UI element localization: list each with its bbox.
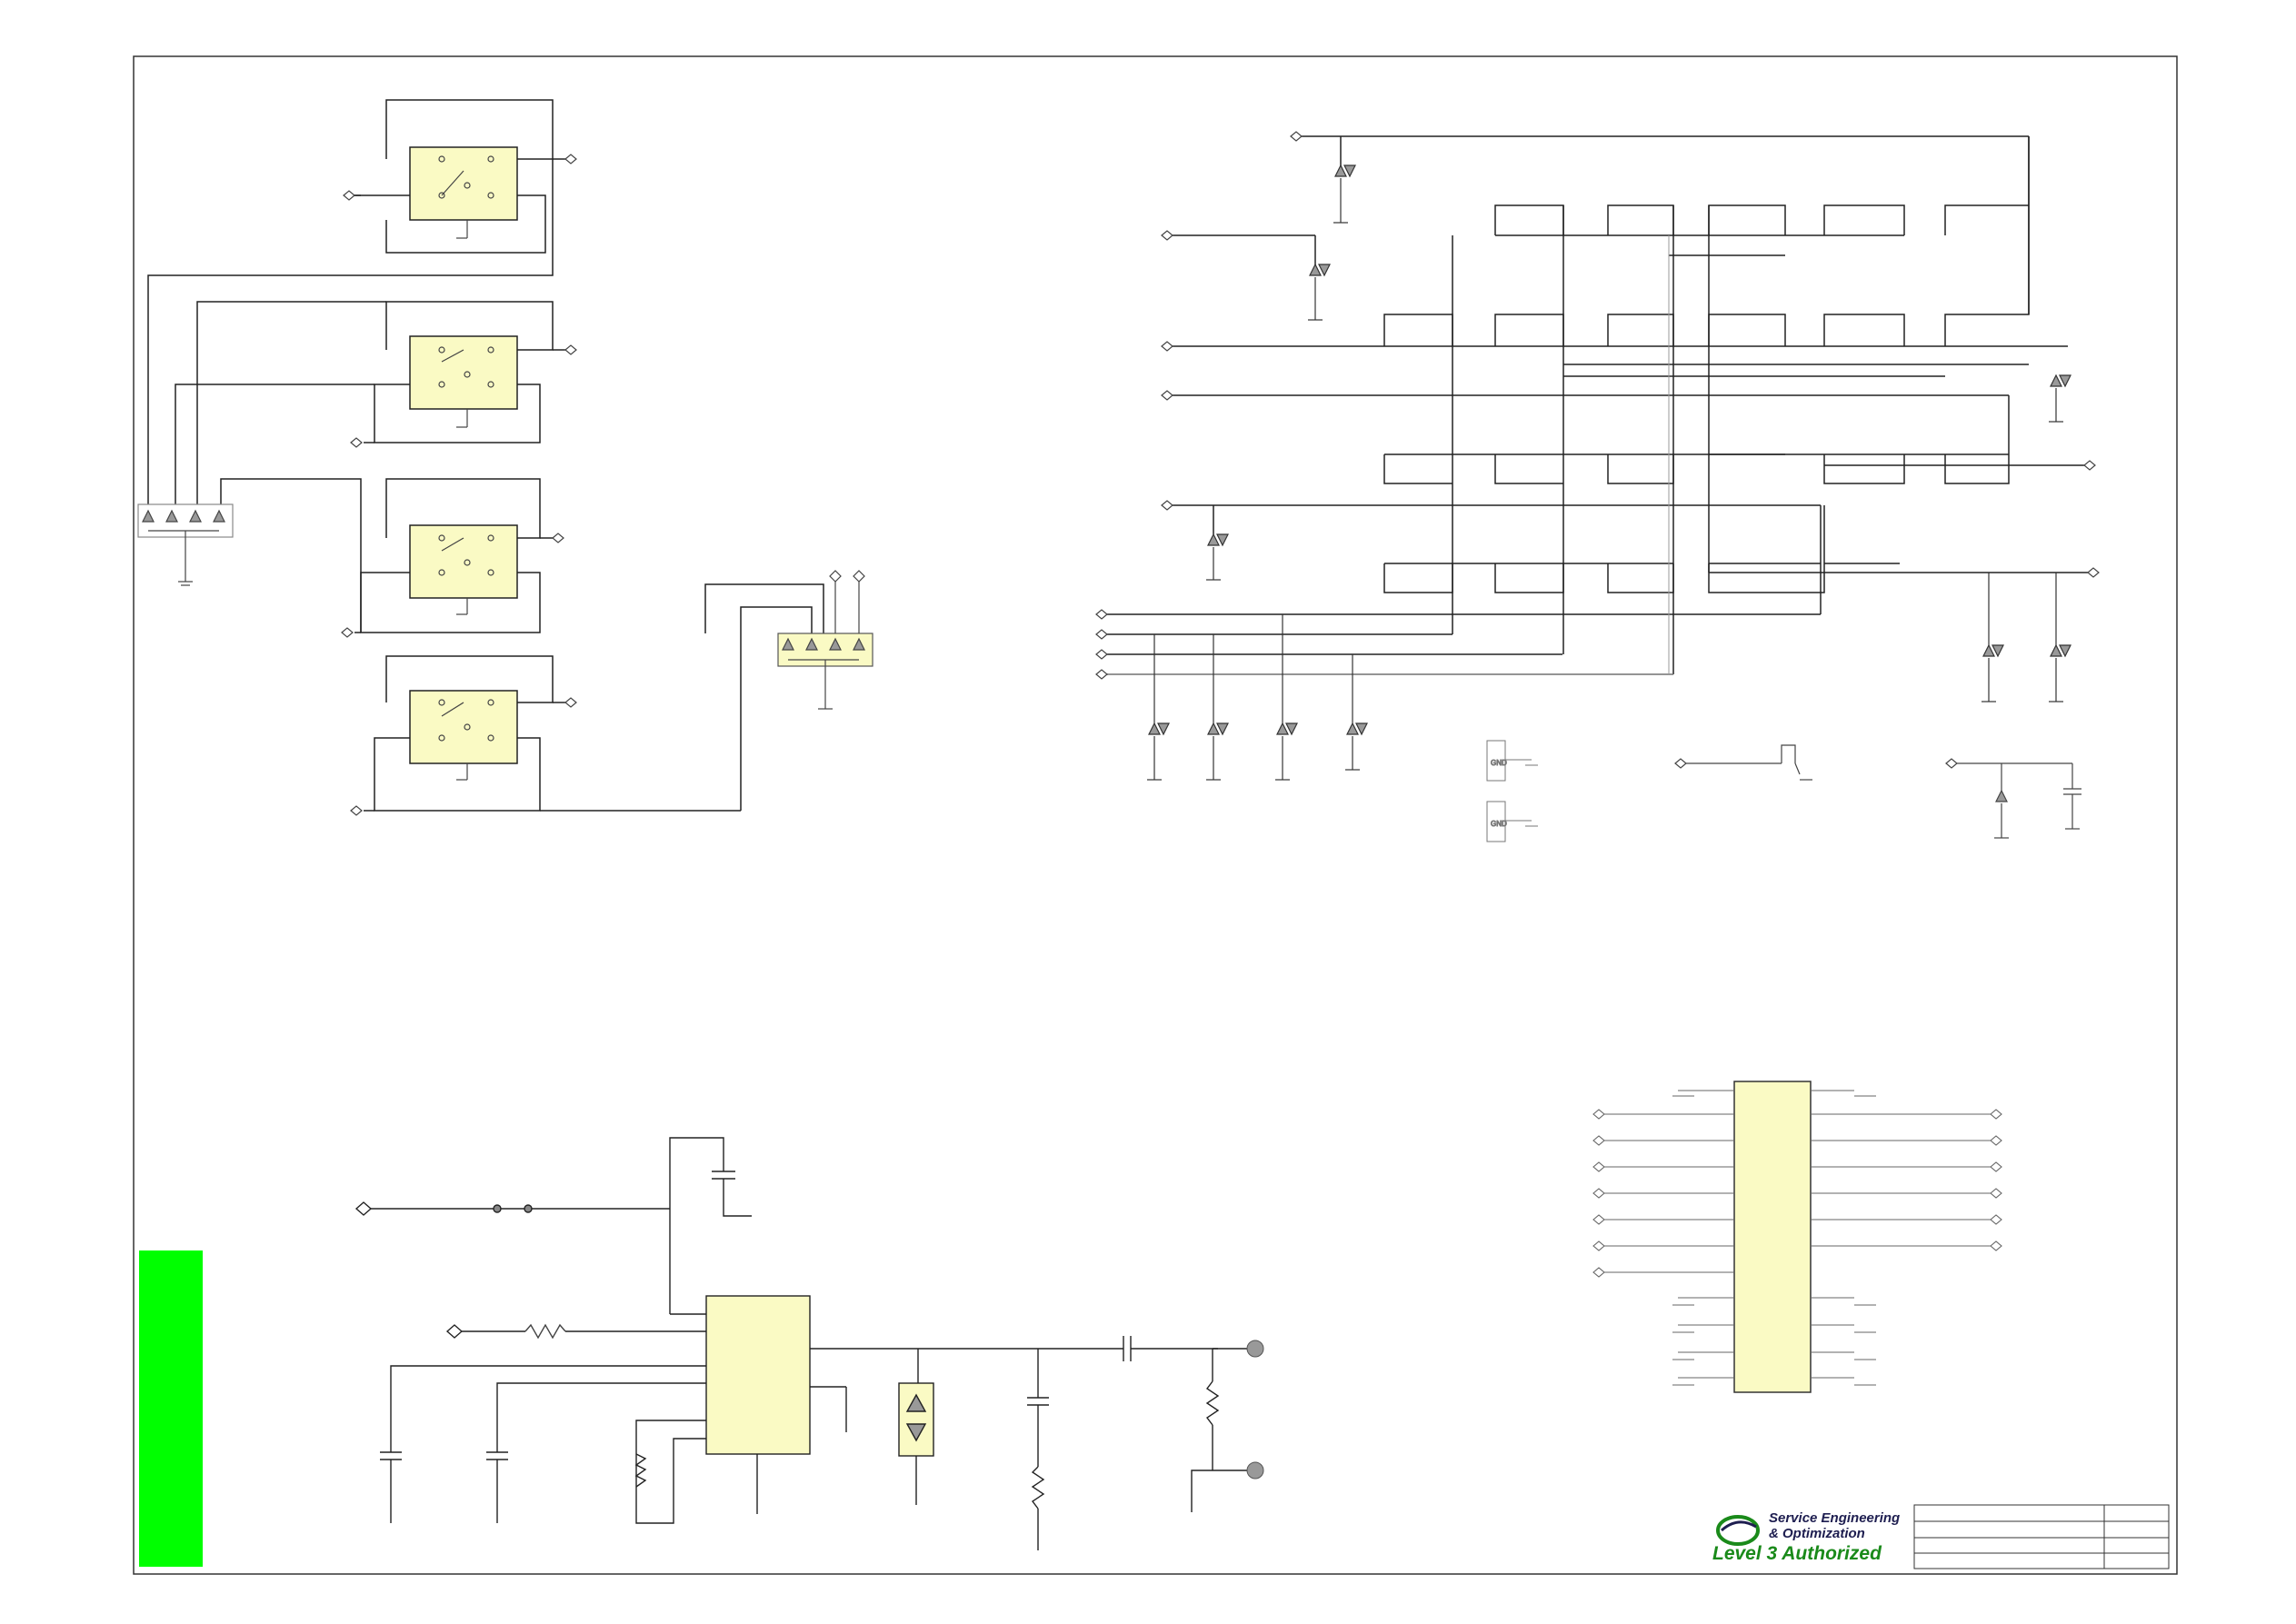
gnd-test-points: GND GND (1486, 740, 1538, 842)
gnd-label-1: GND (1491, 759, 1507, 767)
amplifier-ic (705, 1295, 811, 1455)
tvs-array-center (777, 582, 873, 710)
test-point-1 (1246, 1340, 1264, 1358)
green-side-bar (139, 1250, 203, 1567)
tvs-array-left (137, 503, 234, 586)
misc-switch-cap (1674, 744, 2081, 839)
matrix-tvs-diodes (1147, 164, 2071, 781)
logo-line-2: & Optimization (1769, 1526, 1865, 1541)
gnd-label-2: GND (1491, 820, 1507, 828)
logo-line-3: Level 3 Authorized (1712, 1543, 1882, 1564)
relay-section (147, 99, 824, 812)
logo-line-1: Service Engineering (1769, 1510, 1900, 1526)
key-matrix (1107, 135, 2088, 675)
audio-circuit (354, 1137, 1248, 1550)
title-block (1913, 1504, 2170, 1569)
connector-pins (1592, 1090, 2002, 1386)
relay-2 (409, 335, 518, 410)
ports-left (341, 154, 865, 816)
relay-4 (409, 690, 518, 764)
seo-logo: Service Engineering & Optimization Level… (1712, 1510, 1900, 1564)
test-points (1246, 1340, 1264, 1480)
test-point-2 (1246, 1461, 1264, 1480)
logo-globe-icon (1716, 1515, 1760, 1546)
matrix-ports (1095, 131, 2100, 680)
sheet-border (133, 55, 2178, 1575)
connector-ic (1733, 1081, 1812, 1393)
relay-3 (409, 524, 518, 599)
relay-internals (438, 155, 494, 781)
relay-1 (409, 146, 518, 221)
